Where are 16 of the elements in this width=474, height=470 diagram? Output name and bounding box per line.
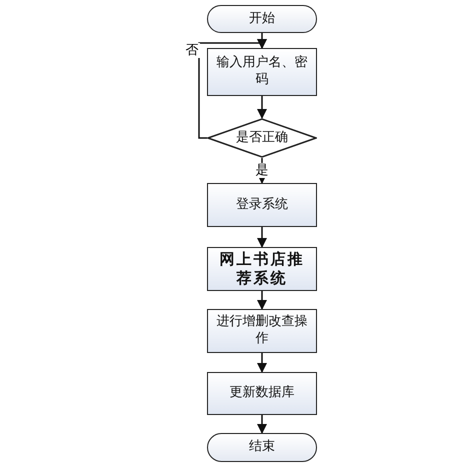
decision-diamond: 是否正确 [207, 118, 317, 158]
arrow [257, 227, 267, 248]
process-box: 登录系统 [207, 183, 317, 227]
process-box: 输入用户名、密码 [207, 48, 317, 96]
arrow [257, 96, 267, 119]
edge-label: 是 [254, 163, 270, 178]
edge-label: 否 [184, 43, 200, 58]
process-box: 进行增删改查操作 [207, 309, 317, 353]
process-box: 网上书店推荐系统 [207, 247, 317, 291]
arrow [198, 39, 267, 139]
terminal-shape: 开始 [207, 5, 317, 33]
arrow [257, 291, 267, 310]
process-box: 更新数据库 [207, 372, 317, 415]
arrow [257, 415, 267, 434]
terminal-shape: 结束 [207, 433, 317, 462]
arrow [257, 353, 267, 373]
